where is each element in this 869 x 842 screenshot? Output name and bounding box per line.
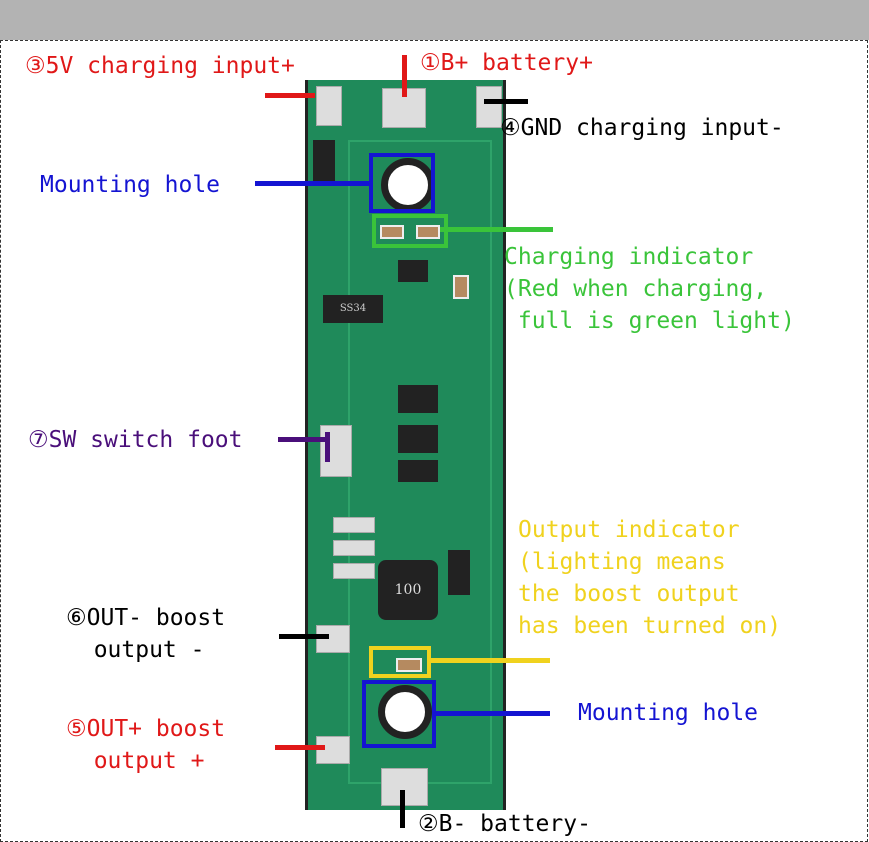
label-gnd-charging-input: ④GND charging input- bbox=[500, 115, 784, 141]
leader-line bbox=[484, 99, 528, 104]
leader-line bbox=[279, 634, 329, 639]
output-led bbox=[396, 658, 422, 672]
label-sw-switch-foot: ⑦SW switch foot bbox=[28, 427, 243, 453]
label-b-minus-battery: ②B- battery- bbox=[418, 811, 591, 837]
leader-line bbox=[402, 55, 407, 97]
leader-line bbox=[427, 658, 550, 663]
component bbox=[448, 550, 470, 595]
charging-led bbox=[380, 225, 404, 239]
label-5v-charging-input: ③5V charging input+ bbox=[25, 53, 295, 79]
output-indicator-box bbox=[369, 646, 431, 678]
leader-line bbox=[440, 227, 553, 232]
component bbox=[398, 260, 428, 282]
inductor: 100 bbox=[378, 560, 438, 620]
leader-line bbox=[265, 93, 315, 98]
leader-line bbox=[432, 711, 550, 716]
mounting-hole-bottom bbox=[378, 685, 432, 739]
diode-ss34: SS34 bbox=[323, 295, 383, 323]
component bbox=[453, 275, 469, 299]
label-mounting-hole-bottom: Mounting hole bbox=[578, 700, 759, 726]
leader-line bbox=[255, 181, 369, 186]
label-charging-indicator: Charging indicator (Red when charging, f… bbox=[504, 244, 795, 334]
mounting-hole-top-box bbox=[369, 153, 435, 213]
leader-line bbox=[400, 790, 405, 828]
label-out-minus: ⑥OUT- boost output - bbox=[66, 605, 226, 663]
leader-line bbox=[325, 432, 330, 462]
label-b-plus-battery: ①B+ battery+ bbox=[420, 50, 593, 76]
leader-line bbox=[275, 745, 325, 750]
pad bbox=[333, 563, 375, 579]
label-out-plus: ⑤OUT+ boost output + bbox=[66, 716, 226, 774]
charging-indicator-box bbox=[372, 214, 448, 248]
component bbox=[398, 460, 438, 482]
top-bar bbox=[0, 0, 869, 40]
pad bbox=[333, 517, 375, 533]
component bbox=[313, 140, 335, 185]
label-output-indicator: Output indicator (lighting means the boo… bbox=[518, 517, 782, 639]
pad-out-plus bbox=[316, 736, 350, 764]
pad-5v-input bbox=[316, 86, 342, 126]
label-mounting-hole-top: Mounting hole bbox=[40, 172, 221, 198]
leader-line bbox=[278, 437, 328, 442]
component bbox=[398, 385, 438, 413]
pad-out-minus bbox=[316, 625, 350, 653]
mounting-hole-bottom-box bbox=[362, 680, 436, 748]
pad bbox=[333, 540, 375, 556]
component bbox=[398, 425, 438, 453]
pad-gnd bbox=[476, 86, 502, 128]
charging-led bbox=[416, 225, 440, 239]
